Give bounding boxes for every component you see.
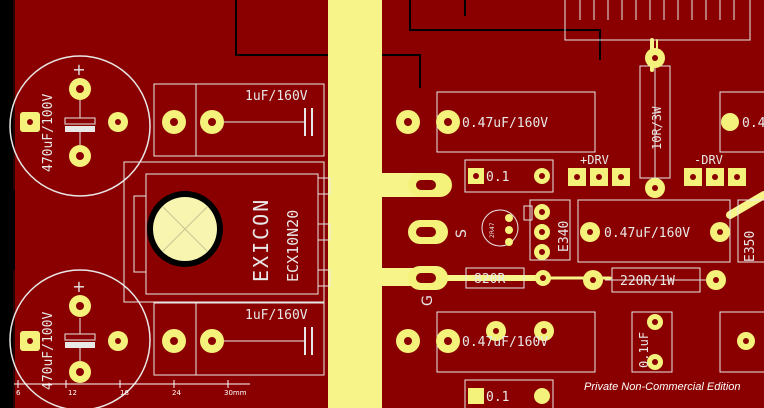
resistor-10r[interactable]: 10R/3W	[639, 48, 671, 198]
header-plus-drv[interactable]: +DRV	[568, 153, 630, 186]
edition-watermark: Private Non-Commercial Edition	[584, 381, 741, 393]
cap-01-value: 0.1uF	[637, 332, 651, 368]
mosfet-part-label: ECX10N20	[284, 210, 302, 282]
drv-label: -DRV	[694, 153, 723, 167]
mosfet-pads[interactable]	[408, 173, 452, 290]
cap-plus-label: +	[72, 277, 85, 296]
ruler-tick: 30mm	[224, 389, 247, 397]
ruler-tick: 24	[172, 389, 181, 397]
transistor-label: E350	[743, 231, 758, 262]
mosfet-brand-label: EXICON	[249, 198, 273, 282]
cap-01-value: 0.1	[486, 390, 509, 405]
right-lower-partial[interactable]	[719, 311, 764, 373]
left-pads[interactable]	[20, 112, 128, 351]
film-cap-top[interactable]: 1uF/160V	[153, 83, 325, 157]
board-edge-left	[0, 0, 14, 408]
cap-047-value: 0.4	[742, 116, 764, 131]
cap-047uf-top[interactable]: 0.47uF/160V	[396, 91, 596, 153]
cap-01-top[interactable]: 0.1	[464, 159, 554, 193]
pin-g-label: G	[420, 295, 436, 306]
cap-470uf-bottom[interactable]: + 470uF/100V	[9, 269, 151, 408]
ruler-tick: 6	[16, 389, 21, 397]
film-cap-value: 1uF/160V	[245, 89, 308, 104]
transistor-label: E340	[557, 221, 572, 252]
transistor-e340[interactable]: E340	[523, 199, 572, 261]
ruler-tick: 18	[120, 389, 129, 397]
cap-047-right-partial[interactable]: 0.4	[719, 91, 764, 153]
tiny-label: 2R47	[489, 222, 496, 238]
ruler-tick: 12	[68, 389, 77, 397]
cap-value-label: 470uF/100V	[41, 312, 56, 390]
cap-01uf-vertical[interactable]: 0.1uF	[631, 311, 673, 373]
pin-s-label: S	[454, 229, 470, 238]
cap-470uf-top[interactable]: + 470uF/100V	[9, 55, 151, 197]
header-minus-drv[interactable]: -DRV	[684, 153, 746, 186]
cap-plus-label: +	[72, 60, 85, 79]
cap-value-label: 470uF/100V	[41, 94, 56, 172]
measure-ruler: 6 12 18 24 30mm	[14, 380, 250, 397]
resistor-820r[interactable]: 820R	[465, 267, 551, 289]
cap-047-value: 0.47uF/160V	[604, 226, 690, 241]
cap-047-value: 0.47uF/160V	[462, 335, 548, 350]
cap-047uf-mid[interactable]: 0.47uF/160V	[577, 199, 731, 263]
cap-01-value: 0.1	[486, 170, 509, 185]
resistor-value: 220R/1W	[620, 274, 675, 289]
resistor-220r[interactable]: 220R/1W	[583, 267, 726, 293]
small-transistor[interactable]: 2R47	[481, 209, 519, 247]
mosfet-ecx10n20[interactable]: EXICON ECX10N20	[123, 161, 331, 303]
cap-047-value: 0.47uF/160V	[462, 116, 548, 131]
cap-047uf-bottom[interactable]: 0.47uF/160V	[396, 311, 596, 373]
film-cap-value: 1uF/160V	[245, 308, 308, 323]
resistor-value: 820R	[474, 272, 505, 287]
transistor-e350-partial[interactable]: E350	[737, 199, 764, 263]
drv-label: +DRV	[580, 153, 609, 167]
film-cap-bottom[interactable]: 1uF/160V	[153, 302, 325, 376]
cap-01-bottom[interactable]: 0.1	[464, 379, 554, 408]
resistor-value: 10R/3W	[650, 106, 664, 150]
